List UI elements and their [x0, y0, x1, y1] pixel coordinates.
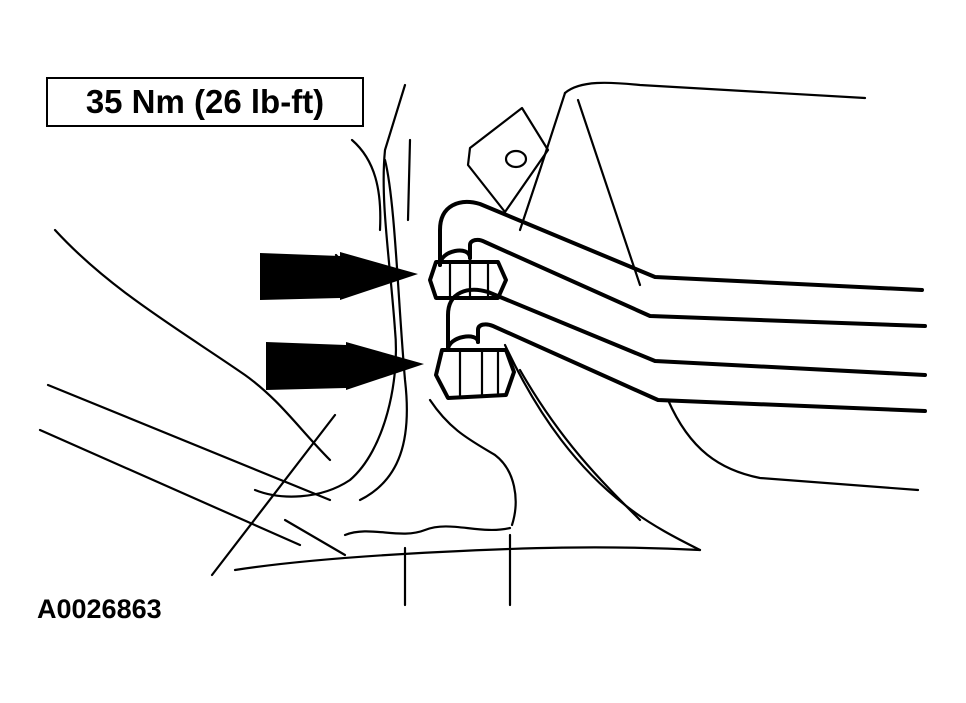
lower-tube	[446, 287, 927, 413]
upper-arrow-icon	[260, 252, 418, 300]
body-panel	[38, 83, 412, 557]
lower-arrow-icon	[266, 342, 424, 390]
lower-structure	[233, 398, 702, 607]
lower-fitting-nut	[434, 334, 516, 400]
upper-fitting-nut	[428, 248, 508, 300]
callout-leader-line	[210, 413, 337, 577]
figure-id: A0026863	[37, 594, 162, 624]
mounting-bracket	[466, 106, 550, 214]
component-housing	[503, 81, 920, 552]
torque-spec-callout: 35 Nm (26 lb-ft)	[46, 77, 364, 127]
upper-tube	[438, 199, 927, 328]
